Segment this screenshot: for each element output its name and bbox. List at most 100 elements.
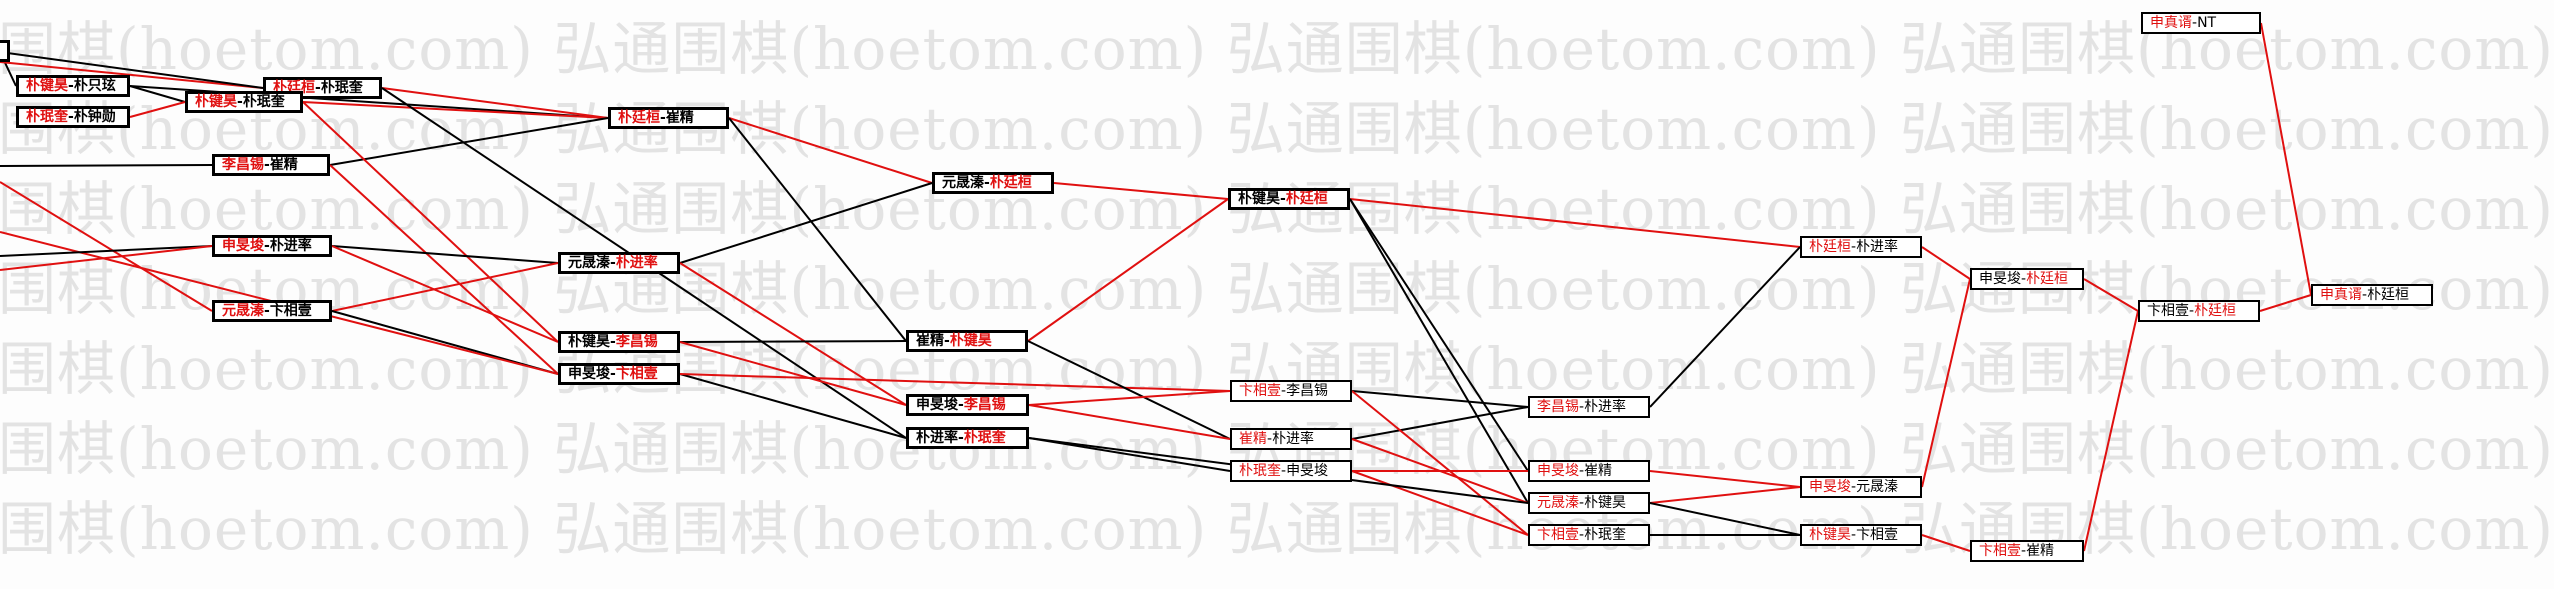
player-a: 朴珉奎 <box>26 109 68 125</box>
player-b: 崔精 <box>665 110 694 126</box>
separator: - <box>68 78 74 94</box>
bracket-link <box>381 87 609 119</box>
player-b: 朴进率 <box>615 255 658 271</box>
bracket-link <box>728 117 907 342</box>
bracket-link <box>679 182 933 264</box>
match-node: 元晟溱-卞相壹 <box>212 300 332 322</box>
bracket-link <box>302 101 609 119</box>
bracket-link <box>1351 390 1529 408</box>
player-a: 朴廷桓 <box>1809 239 1851 255</box>
player-a: 卞相壹 <box>1979 543 2021 559</box>
match-node: 朴进率-朴珉奎 <box>906 427 1029 449</box>
bracket-link <box>1649 470 1801 488</box>
player-a: 元晟溱 <box>222 303 264 319</box>
match-node: 卞相壹-朴珉奎 <box>1528 524 1650 546</box>
separator: - <box>1579 527 1585 543</box>
bracket-link <box>2259 294 2312 312</box>
player-a: 朴键昊 <box>1809 527 1851 543</box>
bracket-link <box>2083 278 2139 312</box>
match-node: 元晟溱-朴廷桓 <box>932 172 1054 194</box>
separator: - <box>2021 271 2027 287</box>
player-a: 元晟溱 <box>1537 495 1579 511</box>
separator: - <box>1579 463 1585 479</box>
match-node: 朴键昊-朴廷桓 <box>1228 188 1350 210</box>
separator: - <box>264 157 270 173</box>
player-a: 崔精 <box>916 333 944 349</box>
bracket-link <box>129 85 186 103</box>
bracket-link-offscreen <box>0 245 213 271</box>
match-node: 申旻埈-元晟溱 <box>1800 476 1922 498</box>
match-node: 朴键昊-朴只玹 <box>16 75 130 97</box>
player-a: 申旻埈 <box>222 238 264 254</box>
bracket-link <box>1028 404 1231 440</box>
bracket-link <box>331 262 559 312</box>
player-b: 朴键昊 <box>949 333 992 349</box>
match-node: 申旻埈-朴进率 <box>212 235 332 257</box>
player-b: 崔精 <box>269 157 298 173</box>
separator: - <box>264 238 270 254</box>
match-node: 朴键昊-卞相壹 <box>1800 524 1922 546</box>
separator: - <box>1281 463 1287 479</box>
separator: - <box>1579 399 1585 415</box>
separator: - <box>1851 239 1857 255</box>
separator: - <box>68 109 74 125</box>
player-a: 卞相壹 <box>1239 383 1281 399</box>
player-a: 朴键昊 <box>568 334 610 350</box>
bracket-link <box>331 245 559 343</box>
separator: - <box>958 397 964 413</box>
player-a: 朴键昊 <box>26 78 68 94</box>
bracket-link <box>2083 310 2139 552</box>
player-a: 朴键昊 <box>195 94 237 110</box>
player-a: 朴廷桓 <box>618 110 660 126</box>
player-a: 朴进率 <box>916 430 958 446</box>
separator: - <box>315 80 321 96</box>
player-b: 李昌锡 <box>615 334 658 350</box>
separator: - <box>1280 191 1286 207</box>
separator: - <box>2189 303 2195 319</box>
player-b: 朴进率 <box>1272 431 1315 447</box>
bracket-link <box>329 164 559 375</box>
player-b: 卞相壹 <box>269 303 312 319</box>
player-b: NT <box>2197 15 2217 31</box>
match-node: 卞相壹-朴廷桓 <box>2138 300 2260 322</box>
player-b: 朴珉奎 <box>320 80 363 96</box>
separator: - <box>1851 527 1857 543</box>
separator: - <box>2021 543 2027 559</box>
player-a: 卞相壹 <box>1537 527 1579 543</box>
player-b: 朴廷桓 <box>1285 191 1328 207</box>
separator: - <box>660 110 666 126</box>
bracket-diagram: 弘通围棋(hoetom.com) 弘通围棋(hoetom.com) 弘通围棋(h… <box>0 12 2553 563</box>
separator: - <box>610 334 616 350</box>
player-b: 朴珉奎 <box>963 430 1006 446</box>
player-b: 朴廷桓 <box>2026 271 2069 287</box>
bracket-link <box>2260 22 2312 296</box>
player-b: 朴廷桓 <box>2194 303 2237 319</box>
match-node: 元晟溱-朴键昊 <box>1528 492 1650 514</box>
bracket-link <box>1351 406 1529 440</box>
player-b: 朴进率 <box>1856 239 1899 255</box>
match-node: 申旻埈-崔精 <box>1528 460 1650 482</box>
match-node: 卞相壹-崔精 <box>1970 540 2084 562</box>
bracket-link <box>1351 390 1529 536</box>
separator: - <box>958 430 964 446</box>
bracket-link <box>679 373 907 439</box>
bracket-link-offscreen <box>0 181 213 312</box>
player-a: 申旻埈 <box>916 397 958 413</box>
player-b: 申旻埈 <box>1286 463 1329 479</box>
bracket-link <box>1649 502 1801 536</box>
bracket-link-offscreen <box>0 245 213 257</box>
bracket-link <box>728 117 933 184</box>
bracket-link <box>1028 437 1231 472</box>
bracket-link <box>1649 486 1801 504</box>
player-a: 申真谞 <box>2320 287 2362 303</box>
player-a: 申真谞 <box>2150 15 2192 31</box>
player-b: 李昌锡 <box>963 397 1006 413</box>
player-a: 卞相壹 <box>2147 303 2189 319</box>
match-node: 朴珉奎-朴钟勋 <box>16 106 130 128</box>
bracket-link <box>1351 438 1529 504</box>
separator: - <box>610 255 616 271</box>
bracket-link <box>1349 198 1801 248</box>
player-b: 朴珉奎 <box>1584 527 1627 543</box>
separator: - <box>944 333 950 349</box>
match-node: 卞相壹-李昌锡 <box>1230 380 1352 402</box>
